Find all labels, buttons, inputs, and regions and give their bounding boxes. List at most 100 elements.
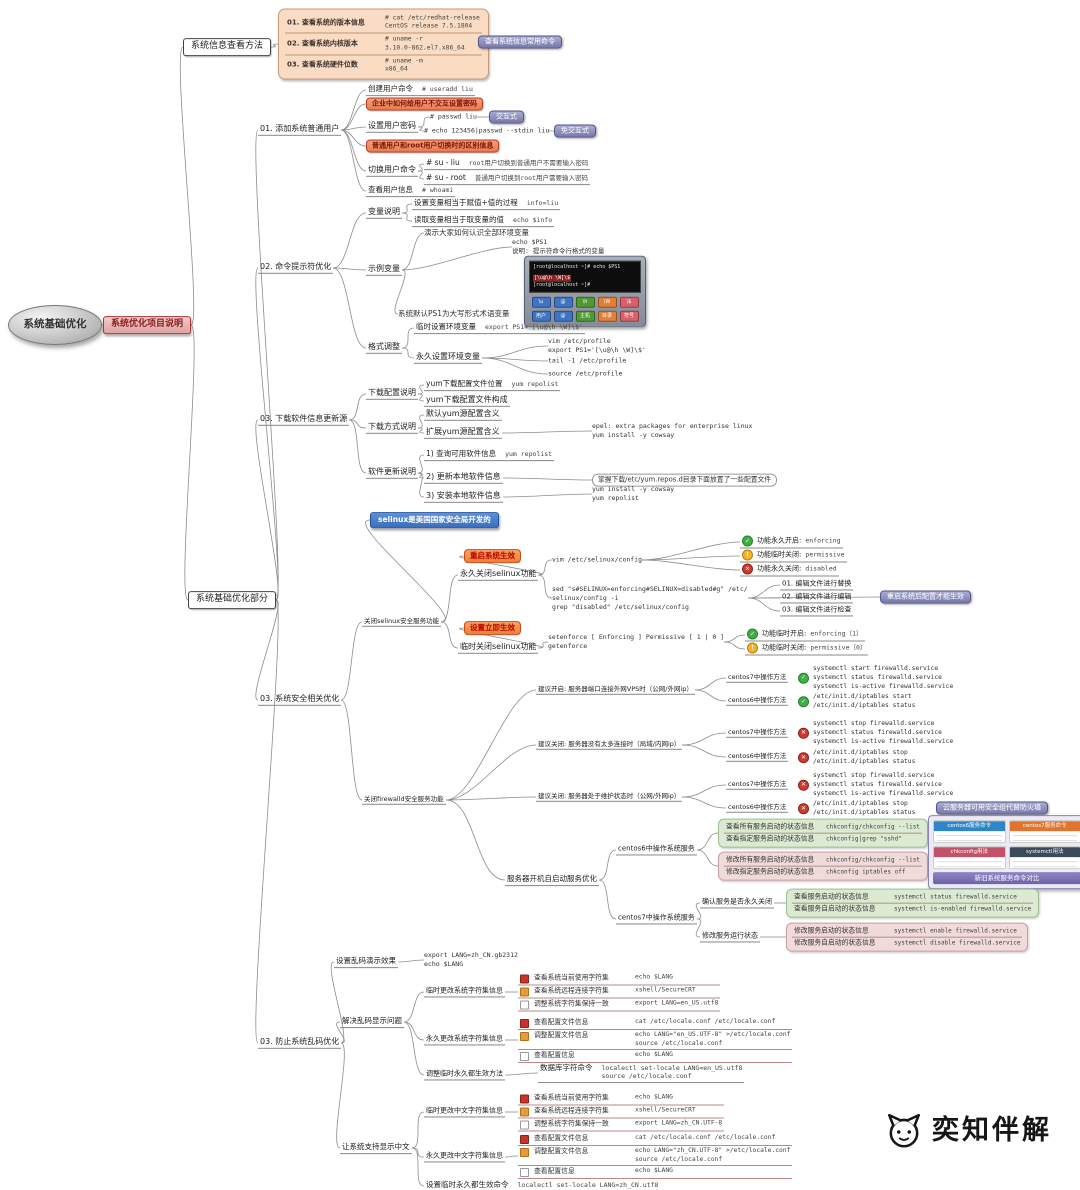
pair-label: 临时设置环境变量 bbox=[416, 322, 476, 332]
row-command: systemctl disable firewalld.service bbox=[894, 939, 1021, 947]
reboot-callout: 重启系统生效 bbox=[464, 549, 521, 563]
pair-label: # su - root bbox=[426, 173, 466, 183]
c6-svc: centos6中操作系统服务 bbox=[616, 844, 697, 856]
table-row: 02. 查看系统内核版本# uname -r 3.10.0-862.el7.x8… bbox=[285, 34, 482, 56]
connector-edge bbox=[340, 699, 363, 801]
command-lines: systemctl stop firewalld.service systemc… bbox=[813, 719, 954, 745]
row-label: 修改所有服务启动的状态信息 bbox=[726, 855, 815, 864]
row-command: xshell/SecureCRT bbox=[635, 986, 696, 994]
row-label: 查看所有服务启动的状态信息 bbox=[726, 822, 815, 831]
connector-edge bbox=[723, 641, 746, 650]
command-lines: /etc/init.d/iptables start /etc/init.d/i… bbox=[813, 693, 916, 709]
connector-edge bbox=[502, 477, 593, 481]
check-circle-icon: ✓ bbox=[747, 628, 758, 640]
cloud-badge: 云服务器可用安全组代替防火墙 bbox=[936, 801, 1048, 815]
branch-prompt: 02. 命令提示符优化 bbox=[258, 262, 334, 275]
connector-edge bbox=[417, 126, 425, 132]
row-command: chkconfig/chkconfig --list bbox=[826, 856, 920, 864]
yum-update: 软件更新说明 bbox=[366, 467, 418, 480]
numbered-square-icon bbox=[520, 1120, 529, 1130]
prompt-part-chip: \u bbox=[531, 296, 551, 308]
connector-edge bbox=[440, 574, 459, 623]
row-label: 查看系统当前使用字符集 bbox=[534, 1093, 609, 1102]
command-lines: /etc/init.d/iptables stop /etc/init.d/ip… bbox=[813, 800, 916, 816]
yum-local: 2) 更新本地软件信息 bbox=[424, 472, 503, 485]
terminal-line: [\u@\h \W]\$ bbox=[533, 274, 572, 282]
compare-cell: centos6服务命令 bbox=[933, 820, 1006, 844]
sed-step-3: 03. 编辑文件进行检查 bbox=[780, 605, 854, 617]
pair-value: yum repolist bbox=[511, 380, 559, 389]
row-command: echo $LANG bbox=[635, 1051, 673, 1058]
connector-edge bbox=[394, 269, 406, 315]
connector-edge bbox=[336, 1042, 345, 1149]
numbered-square-icon bbox=[520, 1094, 529, 1104]
pair-label: 设置临时永久都生效命令 bbox=[426, 1180, 509, 1190]
connector-edge bbox=[696, 832, 719, 851]
placeholder-line bbox=[937, 863, 1002, 868]
profile-vim: vim /etc/profile export PS1='[\u@\h \W]\… bbox=[548, 337, 646, 354]
garble-demo: 设置乱码演示效果 bbox=[334, 956, 398, 968]
connector-edge bbox=[270, 43, 279, 48]
branch-yum: 03. 下载软件信息更新源 bbox=[258, 414, 350, 427]
temp-on: ✓功能临时开启:enforcing（1） bbox=[745, 628, 865, 642]
row-command: systemctl is-enabled firewalld.service bbox=[894, 905, 1032, 913]
root-topic: 系统基础优化 bbox=[8, 305, 102, 345]
item-label: 03. 查看系统硬件位数 bbox=[287, 60, 358, 69]
connector-edge bbox=[255, 419, 279, 601]
numbered-square-icon bbox=[520, 1000, 529, 1010]
fw-open-c6-cmd: ✓/etc/init.d/iptables start /etc/init.d/… bbox=[798, 693, 915, 711]
placeholder-line bbox=[937, 837, 1002, 842]
connector-edge bbox=[440, 621, 459, 649]
fw-close1-c6: centos6中操作方法 bbox=[726, 752, 789, 763]
selinux-perm: 永久关闭selinux功能 bbox=[458, 569, 539, 582]
row-label: 查看服务启动的状态信息 bbox=[794, 892, 869, 901]
mode-label: 功能临时关闭: bbox=[762, 643, 807, 652]
mode-label: 功能永久关闭: bbox=[757, 564, 802, 573]
compare-cell-header: centos6服务命令 bbox=[934, 821, 1005, 832]
compare-cell: centos7服务命令 bbox=[1008, 820, 1080, 844]
connector-edge bbox=[401, 246, 513, 271]
row-label: 查看系统远程连接字符集 bbox=[534, 986, 609, 995]
connector-edge bbox=[417, 472, 425, 498]
pair-label: 查看用户信息 bbox=[368, 185, 413, 195]
connector-edge bbox=[695, 918, 702, 938]
numbered-square-icon bbox=[520, 1107, 529, 1117]
mode-enforcing: ✓功能永久开启:enforcing bbox=[740, 535, 843, 549]
connector-edge bbox=[348, 419, 367, 429]
connector-edge bbox=[694, 677, 727, 691]
table-row: 03. 查看系统硬件位数# uname -m x86_64 bbox=[285, 55, 482, 75]
pair-value: localectl set-locale LANG=zh_CN.utf8 bbox=[517, 1181, 659, 1190]
brand-text: 奕知伴解 bbox=[932, 1115, 1052, 1147]
connector-edge bbox=[681, 796, 727, 809]
sysinfo-badge: 查看系统信息常用命令 bbox=[478, 35, 562, 49]
ps1-note: 系统默认PS1为大写形式术语变量 bbox=[398, 309, 510, 319]
connector-edge bbox=[641, 559, 741, 571]
terminal-line: [root@localhost ~]# echo $PS1 bbox=[533, 263, 621, 270]
pair-value: # whoami bbox=[422, 186, 454, 195]
connector-edge bbox=[598, 879, 617, 920]
row-label: 修改服务启动的状态信息 bbox=[794, 926, 869, 935]
connector-edge bbox=[179, 46, 195, 326]
badge-noninteractive: 免交互式 bbox=[554, 124, 596, 138]
sed-badge: 重启系统后配置才能生效 bbox=[880, 590, 971, 604]
row-label: 查看配置信息 bbox=[534, 1167, 575, 1175]
sed-step-1: 01. 编辑文件进行替换 bbox=[780, 579, 854, 591]
useradd-cmd: 创建用户命令# useradd liu bbox=[366, 84, 475, 96]
row-label: 查看配置文件信息 bbox=[534, 1018, 589, 1026]
connector-edge bbox=[411, 1147, 425, 1187]
placeholder-line bbox=[937, 832, 1002, 837]
fw-close1-c6-cmd: ✕/etc/init.d/iptables stop /etc/init.d/i… bbox=[798, 749, 915, 767]
